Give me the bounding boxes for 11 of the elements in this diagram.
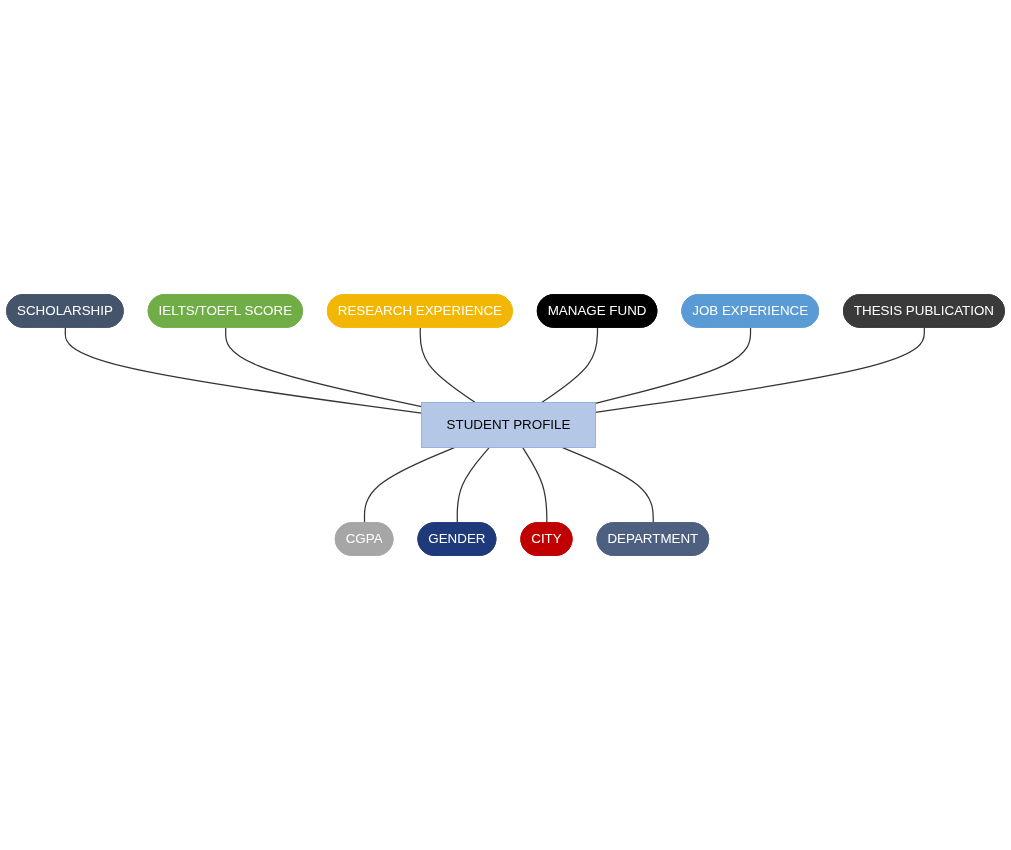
connector [419, 327, 476, 404]
connector [456, 446, 490, 524]
connector [225, 327, 423, 408]
connector [522, 446, 548, 524]
connector [562, 446, 654, 524]
connector [594, 327, 752, 404]
connector [541, 327, 599, 404]
node-box: STUDENT PROFILE [421, 402, 596, 448]
connector [64, 327, 423, 414]
connector [594, 327, 925, 414]
connector [363, 446, 455, 524]
